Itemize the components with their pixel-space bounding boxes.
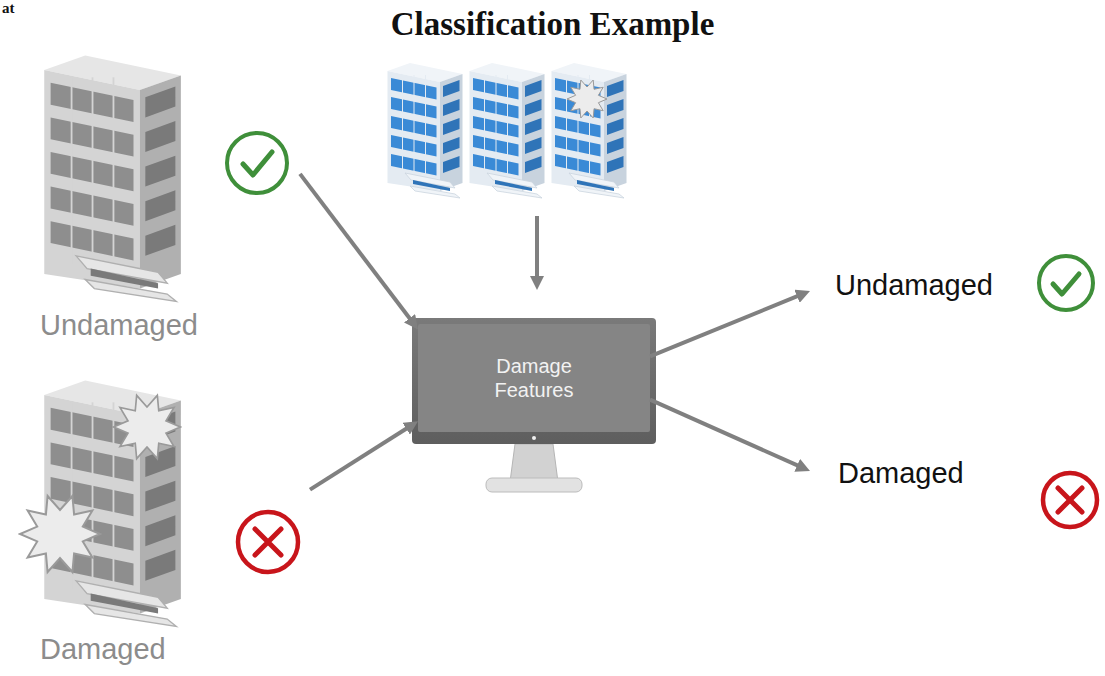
input-buildings xyxy=(388,63,463,198)
cross-mark xyxy=(1043,473,1097,527)
damaged-building xyxy=(114,395,181,458)
cross-mark xyxy=(238,512,298,572)
result-node: Undamaged xyxy=(810,255,1032,315)
input-buildings xyxy=(567,80,607,118)
cross-mark xyxy=(238,512,298,572)
flow-arrow xyxy=(310,425,412,490)
undamaged-building xyxy=(44,55,181,301)
input-buildings xyxy=(552,63,627,198)
input-arrow xyxy=(537,216,538,283)
cross-mark xyxy=(255,529,281,555)
cross-mark xyxy=(1058,488,1082,512)
class-label: Undamaged xyxy=(40,308,198,343)
check-mark xyxy=(227,133,287,193)
fragment-label: at xyxy=(2,0,15,17)
check-mark xyxy=(1039,256,1093,310)
check-mark xyxy=(243,152,272,175)
building-caption-node: Undamaged xyxy=(30,55,300,345)
check-mark xyxy=(227,133,287,193)
check-mark xyxy=(1039,256,1093,310)
class-label: Undamaged xyxy=(835,268,993,303)
input-buildings xyxy=(388,63,627,198)
monitor-label: Damage Features xyxy=(474,354,594,402)
input-arrow xyxy=(535,216,539,283)
cross-mark xyxy=(1043,473,1097,527)
monitor xyxy=(510,444,558,482)
input-buildings xyxy=(470,63,545,198)
flow-arrow xyxy=(650,294,804,357)
class-label: Damaged xyxy=(40,632,166,667)
undamaged-building xyxy=(44,55,181,301)
class-label: Damaged xyxy=(838,456,964,491)
flow-arrow xyxy=(300,174,414,324)
check-mark xyxy=(1053,274,1079,294)
monitor xyxy=(486,478,582,492)
flow-arrow xyxy=(650,400,804,469)
result-node: Damaged xyxy=(810,450,1032,520)
monitor xyxy=(532,436,536,440)
diagram-title: Classification Example xyxy=(0,6,1105,43)
classifier-monitor: Damage Features xyxy=(418,324,650,432)
damaged-building xyxy=(20,380,181,626)
building-caption-node: Damaged xyxy=(30,375,310,669)
monitor xyxy=(412,318,656,444)
monitor xyxy=(412,318,656,492)
damaged-building xyxy=(20,496,100,572)
monitor xyxy=(418,324,650,432)
